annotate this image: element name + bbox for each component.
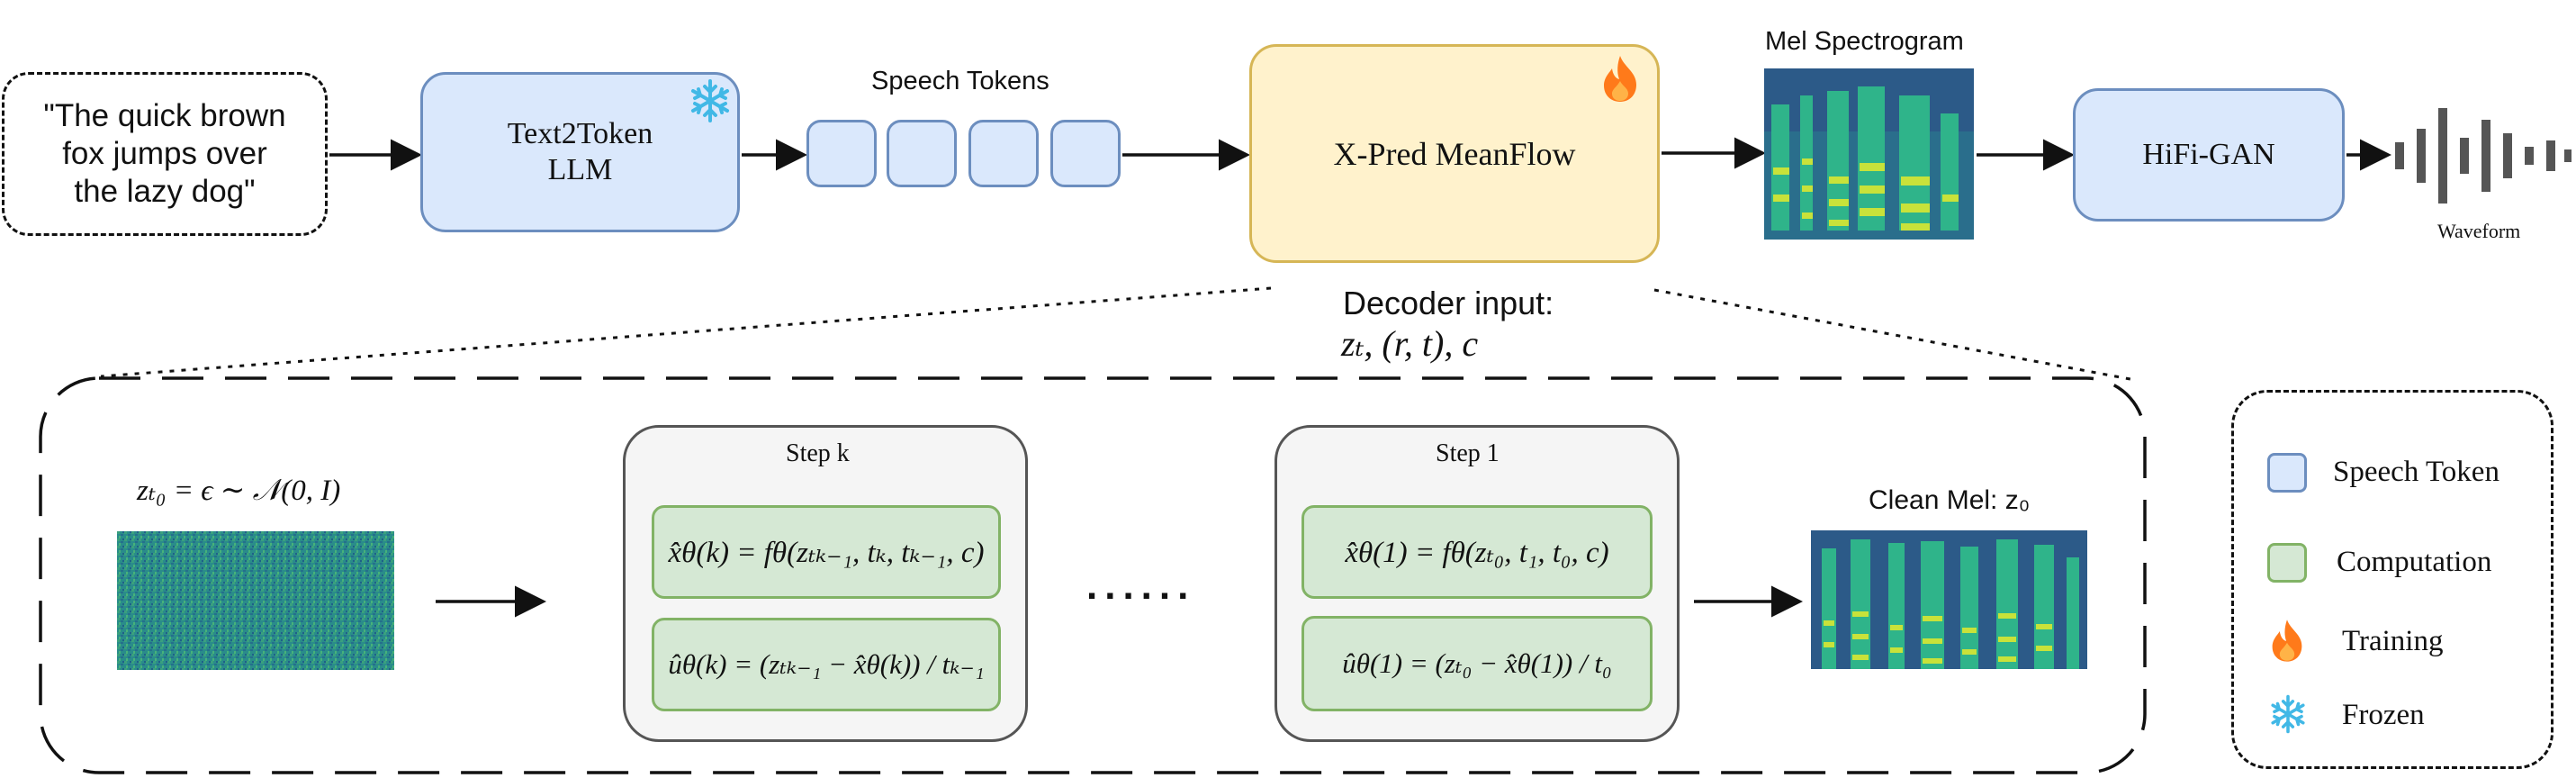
- speech-token-3: [968, 120, 1039, 187]
- step-k-x-pred-box: x̂θ(k) = fθ(zₜₖ₋₁, tₖ, tₖ₋₁, c): [652, 505, 1001, 599]
- hifigan-label: HiFi-GAN: [2142, 138, 2275, 171]
- legend-box: [2231, 390, 2553, 769]
- speech-tokens-label: Speech Tokens: [871, 67, 1049, 95]
- step-k-title: Step k: [786, 439, 850, 467]
- noise-image: [117, 531, 394, 670]
- legend-swatch-speech-token: [2267, 453, 2307, 493]
- clean-mel-label: Clean Mel: z₀: [1869, 485, 2031, 515]
- step-1-x-pred: x̂θ(1) = fθ(zₜ₀, t₁, t₀, c): [1345, 537, 1609, 569]
- clean-mel-image: [1811, 530, 2087, 669]
- step-1-x-pred-box: x̂θ(1) = fθ(zₜ₀, t₁, t₀, c): [1302, 505, 1653, 599]
- zoom-line-right: [1653, 288, 2136, 382]
- speech-token-1: [806, 120, 877, 187]
- legend-label-training: Training: [2342, 625, 2444, 657]
- meanflow-label: X-Pred MeanFlow: [1333, 135, 1576, 172]
- text2token-llm-box: Text2Token LLM: [420, 72, 740, 232]
- step-k-x-pred: x̂θ(k) = fθ(zₜₖ₋₁, tₖ, tₖ₋₁, c): [668, 537, 985, 569]
- step-k-u-box: ûθ(k) = (zₜₖ₋₁ − x̂θ(k)) / tₖ₋₁: [652, 618, 1001, 711]
- legend-fire-icon: [2272, 620, 2302, 662]
- hifi-gan-box: HiFi-GAN: [2073, 88, 2345, 222]
- waveform-label: Waveform: [2437, 220, 2521, 242]
- step-k-u: ûθ(k) = (zₜₖ₋₁ − x̂θ(k)) / tₖ₋₁: [668, 648, 985, 680]
- ellipsis: ......: [1086, 564, 1196, 608]
- legend-label-computation: Computation: [2337, 546, 2492, 578]
- mel-spectrogram-label: Mel Spectrogram: [1765, 27, 1964, 56]
- llm-label: Text2Token LLM: [507, 117, 653, 186]
- x-pred-meanflow-box: X-Pred MeanFlow: [1249, 44, 1660, 263]
- legend-swatch-computation: [2267, 543, 2307, 583]
- step-1-u-box: ûθ(1) = (zₜ₀ − x̂θ(1)) / t₀: [1302, 616, 1653, 711]
- speech-token-2: [887, 120, 957, 187]
- input-text-box: "The quick brown fox jumps over the lazy…: [2, 72, 328, 236]
- fire-icon: [1604, 56, 1636, 102]
- step-1-title: Step 1: [1436, 439, 1500, 467]
- noise-label: zₜ₀ = ϵ ∼ 𝒩(0, I): [137, 475, 341, 507]
- snowflake-icon: [691, 79, 729, 122]
- decoder-input-label: Decoder input:: [1343, 285, 1554, 321]
- decoder-panel: [39, 376, 2147, 774]
- legend-label-speech-token: Speech Token: [2333, 456, 2499, 488]
- speech-token-4: [1050, 120, 1121, 187]
- mel-spectrogram-image: [1764, 68, 1974, 240]
- waveform-icon: [2395, 108, 2571, 204]
- step-1-u: ûθ(1) = (zₜ₀ − x̂θ(1)) / t₀: [1342, 647, 1612, 679]
- zoom-line-left: [100, 286, 1272, 378]
- decoder-input-math: zₜ, (r, t), c: [1341, 323, 1479, 364]
- legend-label-frozen: Frozen: [2342, 699, 2425, 731]
- input-text: "The quick brown fox jumps over the lazy…: [43, 98, 286, 209]
- legend-snowflake-icon: [2271, 694, 2305, 734]
